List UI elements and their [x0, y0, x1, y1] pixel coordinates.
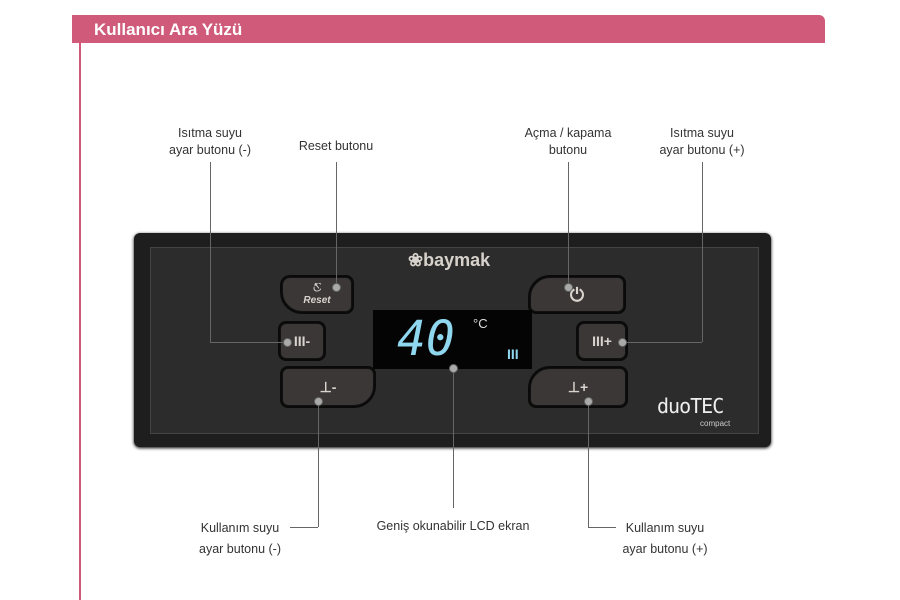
label-line: Isıtma suyu: [178, 126, 242, 140]
label-heat-minus: Isıtma suyu ayar butonu (-): [150, 125, 270, 159]
leader-line: [290, 527, 318, 528]
label-line: ayar butonu (+): [659, 143, 745, 157]
leader-dot: [283, 338, 292, 347]
label-line: Isıtma suyu: [670, 126, 734, 140]
power-icon: ⏻: [569, 284, 585, 305]
label-line: ayar butonu (-): [169, 143, 251, 157]
section-header: Kullanıcı Ara Yüzü: [72, 15, 825, 43]
leader-dot: [332, 283, 341, 292]
leader-line: [568, 162, 569, 287]
section-title: Kullanıcı Ara Yüzü: [94, 20, 243, 39]
leader-line: [210, 162, 211, 342]
label-power: Açma / kapama butonu: [508, 125, 628, 159]
label-reset: Reset butonu: [298, 139, 374, 153]
model-text: duoTEC: [657, 394, 724, 418]
leader-dot: [584, 397, 593, 406]
leader-dot: [618, 338, 627, 347]
reset-label: Reset: [303, 295, 331, 306]
lcd-display: 40 °C III: [373, 310, 532, 369]
label-line: ayar butonu (+): [622, 542, 708, 556]
brand-logo: ❀baymak: [408, 250, 491, 270]
label-tap-plus: Kullanım suyu ayar butonu (+): [605, 518, 725, 560]
label-line: Kullanım suyu: [625, 521, 705, 535]
temperature-value: 40: [397, 311, 455, 367]
leader-line: [588, 527, 616, 528]
reset-icon: ⎋: [312, 282, 322, 294]
leader-line: [318, 401, 319, 527]
accent-line: [79, 43, 81, 600]
label-line: butonu: [548, 143, 588, 157]
leader-line: [336, 162, 337, 287]
leader-line: [702, 162, 703, 342]
label-heat-plus: Isıtma suyu ayar butonu (+): [642, 125, 762, 159]
leader-line: [210, 342, 286, 343]
leader-dot: [314, 397, 323, 406]
tap-minus-button[interactable]: ⊥-: [282, 368, 374, 406]
label-tap-minus: Kullanım suyu ayar butonu (-): [180, 518, 300, 560]
label-line: Açma / kapama: [524, 126, 612, 140]
heating-icon: III: [507, 346, 519, 362]
reset-button[interactable]: ⎋Reset: [282, 277, 352, 312]
model-logo: duoTEC: [657, 394, 724, 418]
label-line: ayar butonu (-): [199, 542, 281, 556]
leader-dot: [449, 364, 458, 373]
tap-plus-button[interactable]: ⊥+: [530, 368, 626, 406]
leader-dot: [564, 283, 573, 292]
power-button[interactable]: ⏻: [530, 277, 624, 312]
leader-line: [453, 368, 454, 508]
temperature-unit: °C: [473, 316, 488, 331]
model-sub: compact: [700, 419, 731, 428]
leader-line: [620, 342, 702, 343]
label-line: Kullanım suyu: [200, 521, 280, 535]
brand-text: baymak: [423, 250, 491, 270]
leader-line: [588, 401, 589, 527]
label-lcd: Geniş okunabilir LCD ekran: [376, 519, 530, 533]
